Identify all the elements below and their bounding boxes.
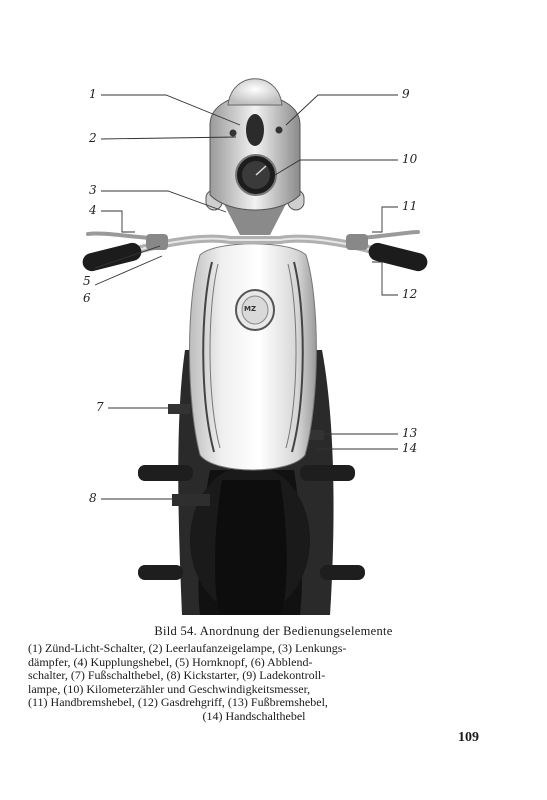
callout-label: 6 xyxy=(83,291,91,305)
callout-label: 12 xyxy=(402,287,418,301)
callout-label: 8 xyxy=(89,491,97,505)
caption-line: lampe, (10) Kilometerzähler und Geschwin… xyxy=(28,681,311,696)
callout-label: 1 xyxy=(89,87,97,101)
callout-label: 7 xyxy=(96,400,104,414)
callout-label: 14 xyxy=(402,441,418,455)
callout-label: 5 xyxy=(83,274,91,288)
callout-label: 11 xyxy=(402,199,418,213)
callout-label: 4 xyxy=(89,203,97,217)
figure-caption-legend: (1) Zünd-Licht-Schalter, (2) Leerlaufanz… xyxy=(28,641,480,724)
caption-line: (14) Handschalthebel xyxy=(202,708,306,723)
motorcycle-figure: 1 2 3 4 5 6 7 8 9 10 11 12 13 14 MZ xyxy=(82,78,428,615)
callout-label: 13 xyxy=(402,426,418,440)
page-number: 109 xyxy=(458,730,479,745)
caption-line: (1) Zünd-Licht-Schalter, (2) Leerlaufanz… xyxy=(28,641,347,655)
tank-emblem-text: MZ xyxy=(244,305,257,313)
caption-line: schalter, (7) Fußschalthebel, (8) Kickst… xyxy=(28,668,326,683)
figure-caption-title: Bild 54. Anordnung der Bedienungselement… xyxy=(154,624,393,638)
callout-label: 3 xyxy=(89,183,97,197)
callout-label: 10 xyxy=(402,152,418,166)
motorcycle-illustration xyxy=(82,78,428,615)
caption-line: (11) Handbremshebel, (12) Gasdrehgriff, … xyxy=(28,695,328,710)
caption-line: dämpfer, (4) Kupplungshebel, (5) Hornkno… xyxy=(28,654,313,669)
callout-label: 9 xyxy=(402,87,410,101)
callout-label: 2 xyxy=(89,131,97,145)
